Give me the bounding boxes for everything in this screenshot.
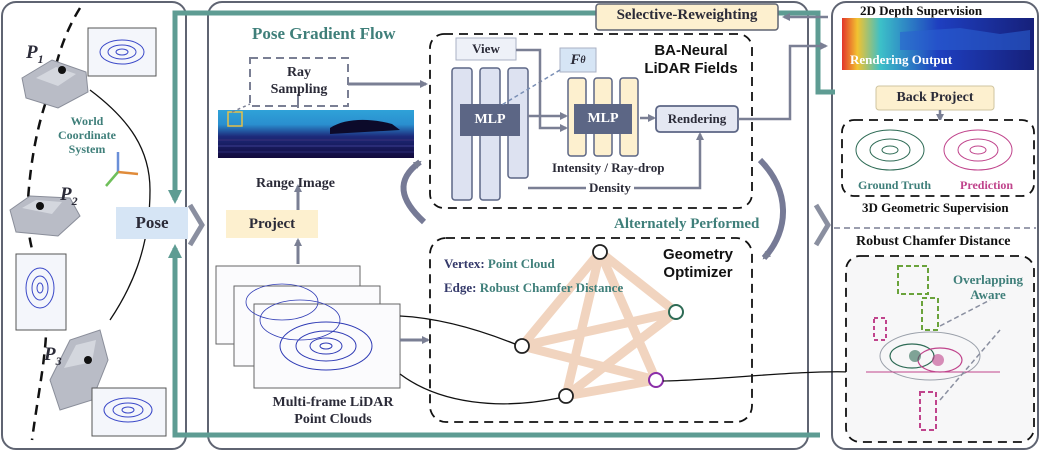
car-p2 [9, 195, 81, 237]
trajectory-solid [89, 89, 151, 321]
edge-label: Edge: Robust Chamfer Distance [444, 280, 624, 295]
mlp-right-label: MLP [587, 111, 619, 126]
teal-loop-top [168, 10, 835, 204]
range-image-label: Range Image [256, 176, 335, 191]
graph-node-bottom [558, 388, 574, 404]
teal-loop-outer [168, 244, 820, 438]
label-p1: P1 [26, 42, 44, 66]
alternately-arrow-left [400, 159, 427, 225]
mlp-left-stack [451, 67, 529, 201]
rendering-label: Rendering [667, 111, 727, 126]
geo-supervision-title: 3D Geometric Supervision [862, 200, 1009, 215]
intensity-label: Intensity / Ray-drop [552, 160, 665, 175]
label-p2: P2 [60, 184, 78, 208]
prediction-cloud [943, 129, 1013, 171]
selective-reweighting-label: Selective-Reweighting [616, 7, 758, 23]
back-project-label: Back Project [896, 90, 974, 105]
mlp-right-stack [567, 77, 639, 157]
overlap-cloud [866, 331, 1000, 381]
label-p3: P3 [44, 344, 62, 368]
graph-node-top [592, 244, 608, 260]
scan-thumb-1 [87, 27, 157, 77]
back-project-box [875, 85, 995, 111]
overlap-box-magenta [873, 317, 887, 341]
overlap-box-green [897, 265, 929, 295]
view-label: View [472, 41, 500, 56]
ground-truth-cloud [855, 129, 925, 171]
pose-gradient-flow-title: Pose Gradient Flow [252, 24, 396, 43]
alternately-label: Alternately Performed [614, 216, 760, 232]
depth-supervision-title: 2D Depth Supervision [860, 3, 983, 18]
world-coordinate-label: World Coordinate System [58, 114, 116, 156]
alternately-arrow-right [757, 157, 786, 261]
robust-chamfer-title: Robust Chamfer Distance [856, 234, 1011, 249]
axes-icon [105, 152, 139, 187]
depth-image [842, 18, 1034, 70]
graph-node-purple [648, 372, 664, 388]
selective-reweighting-box [595, 3, 779, 31]
overlapping-aware-label: Overlapping Aware [952, 272, 1024, 302]
car-p1 [21, 59, 89, 109]
ray-sampling-label: Ray Sampling [270, 65, 328, 97]
vertex-label: Vertex: Point Cloud [444, 256, 555, 271]
prediction-label: Prediction [960, 178, 1014, 192]
scan-thumb-3 [91, 387, 167, 437]
rendering-output-label: Rendering Output [850, 52, 953, 67]
chevron-left-center [187, 203, 205, 247]
graph-node-left [514, 338, 530, 354]
project-box: Project [226, 210, 318, 238]
pose-graph [514, 244, 684, 404]
pose-box: Pose [116, 207, 188, 239]
geometry-optimizer-title: Geometry Optimizer [662, 246, 734, 281]
overlap-box-magenta-2 [919, 391, 937, 431]
f-theta-box [559, 47, 597, 73]
ground-truth-label: Ground Truth [858, 178, 932, 192]
range-image [218, 110, 414, 158]
robust-chamfer-box [845, 255, 1035, 443]
multiframe-clouds [215, 265, 401, 389]
graph-node-right [668, 304, 684, 320]
overlap-box-green-2 [921, 297, 939, 331]
density-label: Density [586, 180, 634, 196]
scan-thumb-2 [15, 253, 67, 331]
mlp-left-label: MLP [474, 112, 506, 127]
chevron-center-right [813, 203, 831, 247]
nerf-title: BA-Neural LiDAR Fields [644, 42, 738, 77]
multiframe-label: Multi-frame LiDAR Point Clouds [272, 395, 394, 427]
